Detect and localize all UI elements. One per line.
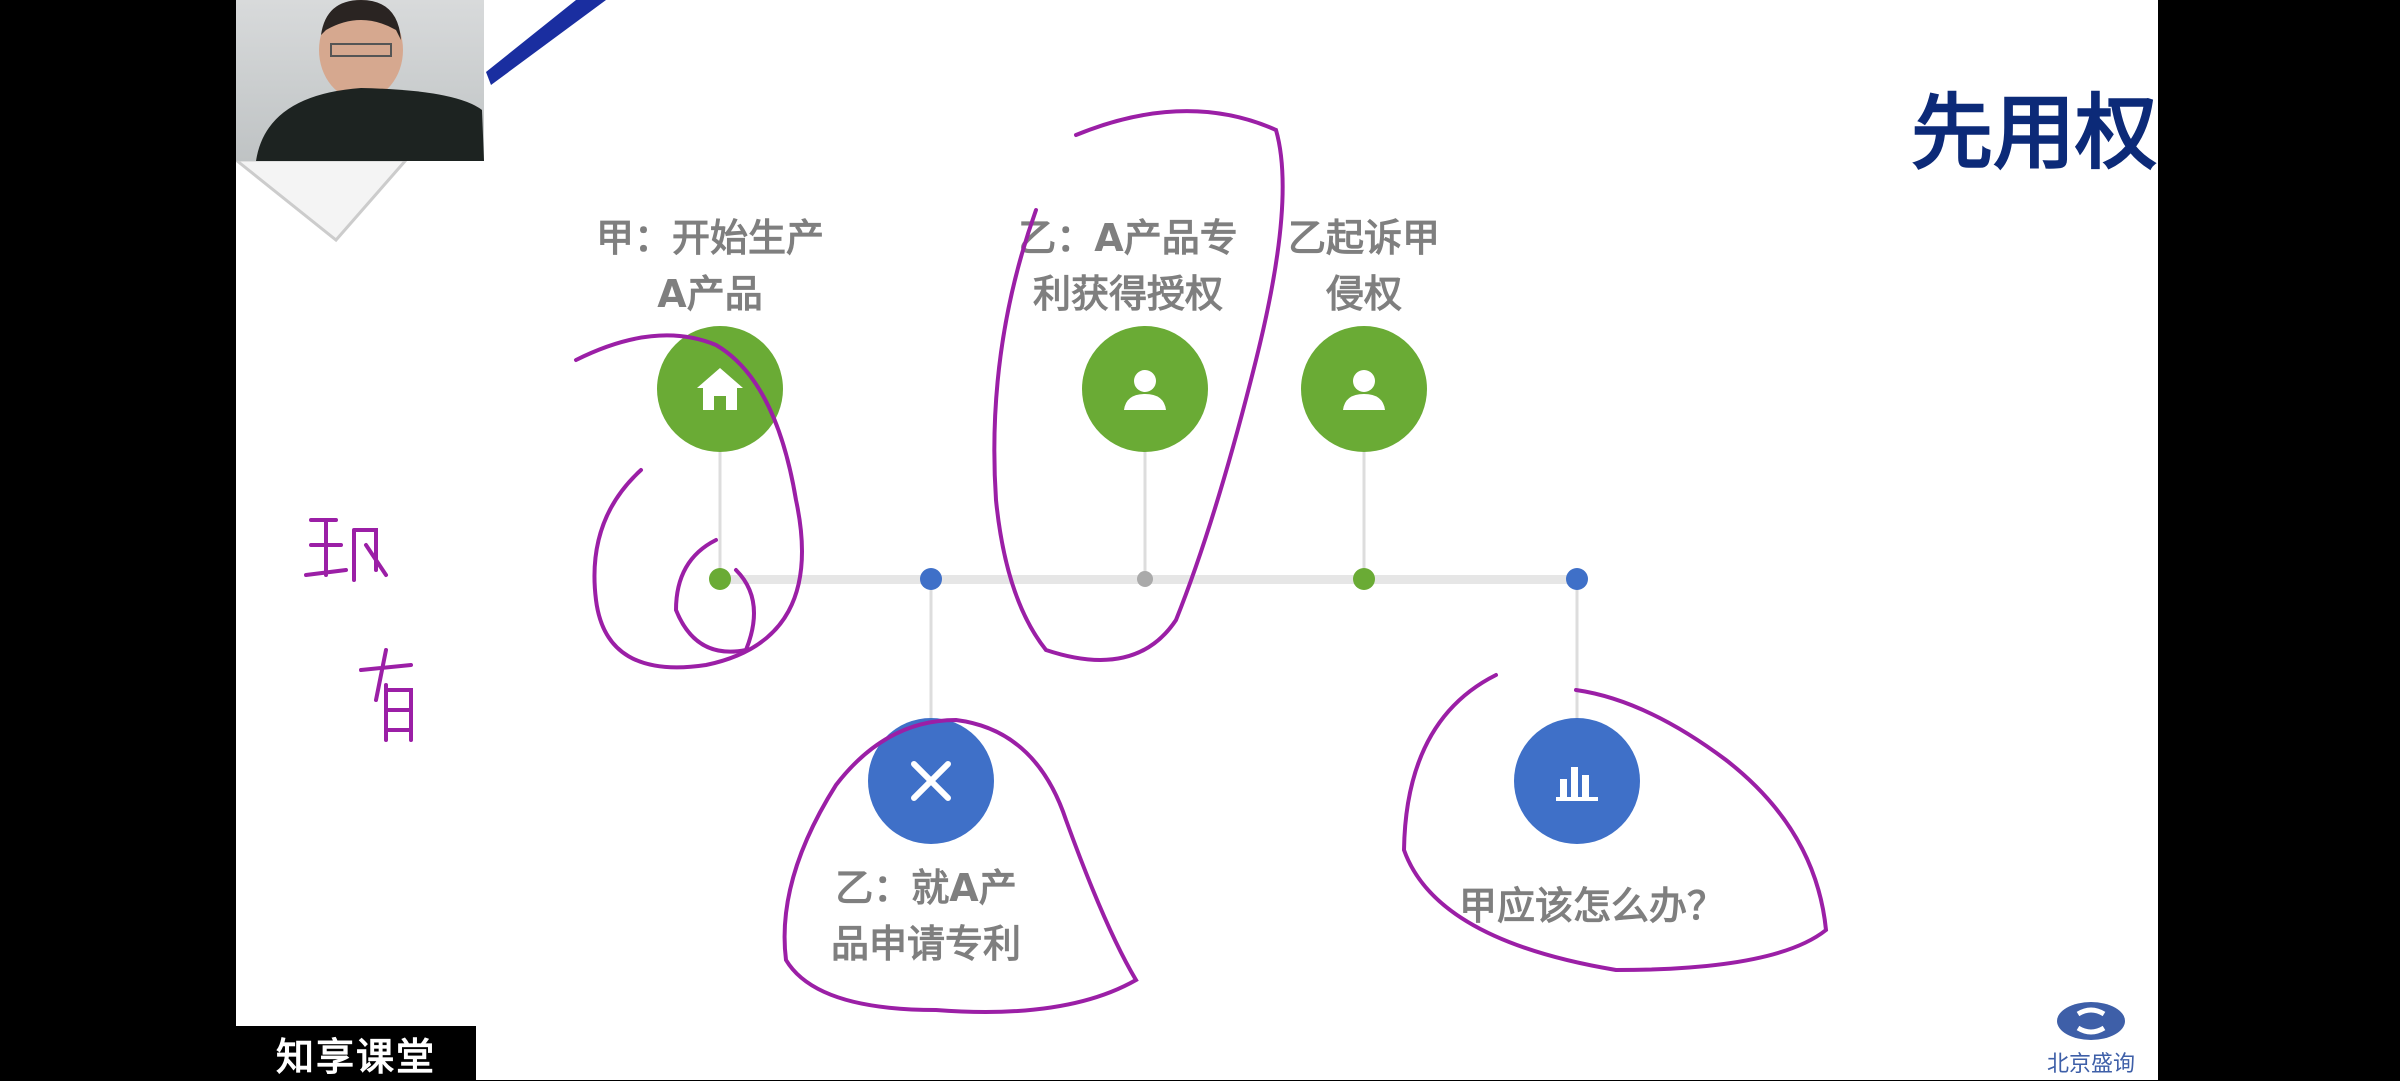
watermark-logo: 知享课堂 (236, 1026, 476, 1080)
slide-title: 先用权抗辩 (1910, 86, 2158, 181)
presenter-image (256, 0, 484, 161)
event-label: 乙：就A产品申请专利 (830, 866, 1021, 966)
timeline-dot (920, 568, 942, 590)
watermark-text: 知享课堂 (275, 1033, 436, 1079)
brand-logo-mark (2057, 1002, 2125, 1040)
event-label: 乙起诉甲侵权 (1287, 216, 1440, 316)
event-circle (1514, 718, 1640, 844)
home-icon (697, 368, 743, 410)
tools-icon (911, 761, 951, 801)
pen-annotations (304, 109, 1829, 1014)
timeline-dot (1353, 568, 1375, 590)
timeline-dot (1137, 571, 1153, 587)
event-label: 乙：A产品专利获得授权 (1018, 216, 1238, 316)
user-icon (1343, 370, 1385, 410)
event-label: 甲应该怎么办？ (1458, 884, 1725, 928)
event-circle (1082, 326, 1208, 452)
brand-logo: 北京盛询 (2031, 1000, 2151, 1078)
webcam-video (236, 0, 484, 161)
event-circle (1301, 326, 1427, 452)
brand-logo-text: 北京盛询 (2046, 1052, 2135, 1077)
user-icon (1124, 370, 1166, 410)
timeline-dot (1566, 568, 1588, 590)
bar-chart-icon (1556, 767, 1598, 801)
timeline-dot (709, 568, 731, 590)
